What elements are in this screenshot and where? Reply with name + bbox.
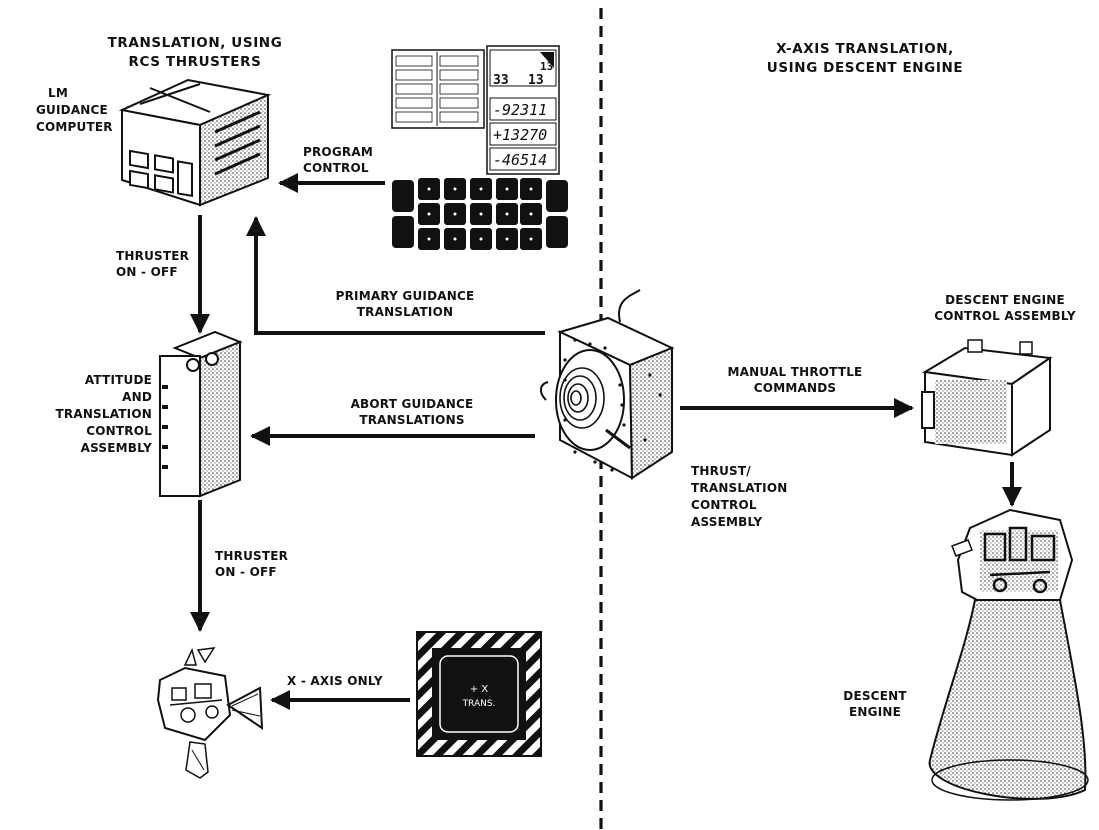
label-x-axis-only: X - AXIS ONLY <box>287 673 383 689</box>
x-axis-only-text: X - AXIS ONLY <box>287 673 383 689</box>
heading-right-line-2: USING DESCENT ENGINE <box>740 59 990 78</box>
heading-right-line-1: X-AXIS TRANSLATION, <box>740 40 990 59</box>
abort-guidance-line-1: ABORT GUIDANCE <box>312 396 512 412</box>
descent-engine-line-1: DESCENT <box>830 688 920 704</box>
atca-line-2: AND <box>20 389 152 406</box>
dsky-register-3: -46514 <box>493 151 547 169</box>
thruster-2-line-2: ON - OFF <box>215 564 288 580</box>
heading-left: TRANSLATION, USING RCS THRUSTERS <box>70 34 320 72</box>
label-manual-throttle: MANUAL THROTTLE COMMANDS <box>700 364 890 396</box>
thruster-1-line-1: THRUSTER <box>116 248 189 264</box>
lgc-line-2: GUIDANCE <box>36 102 113 119</box>
program-control-line-1: PROGRAM <box>303 144 373 160</box>
trans-panel-line-2: TRANS. <box>462 699 496 709</box>
atca-line-1: ATTITUDE <box>20 372 152 389</box>
dsky-register-2: +13270 <box>493 126 547 144</box>
heading-right: X-AXIS TRANSLATION, USING DESCENT ENGINE <box>740 40 990 78</box>
dsky-keyboard <box>390 178 570 258</box>
primary-guidance-line-2: TRANSLATION <box>300 304 510 320</box>
label-atca: ATTITUDE AND TRANSLATION CONTROL ASSEMBL… <box>20 372 152 457</box>
lm-guidance-computer <box>122 80 268 205</box>
label-abort-guidance: ABORT GUIDANCE TRANSLATIONS <box>312 396 512 428</box>
heading-left-line-1: TRANSLATION, USING <box>70 34 320 53</box>
program-control-line-2: CONTROL <box>303 160 373 176</box>
thruster-2-line-1: THRUSTER <box>215 548 288 564</box>
label-ttca: THRUST/ TRANSLATION CONTROL ASSEMBLY <box>691 463 788 531</box>
descent-engine-control-assembly <box>922 340 1050 455</box>
atca-line-5: ASSEMBLY <box>20 440 152 457</box>
ttca-line-4: ASSEMBLY <box>691 514 788 531</box>
label-thruster-on-off-2: THRUSTER ON - OFF <box>215 548 288 580</box>
label-lm-guidance-computer: LM GUIDANCE COMPUTER <box>36 85 113 136</box>
atca-line-4: CONTROL <box>20 423 152 440</box>
decs-line-2: CONTROL ASSEMBLY <box>915 308 1095 324</box>
primary-guidance-line-1: PRIMARY GUIDANCE <box>300 288 510 304</box>
plus-x-trans-panel: + X TRANS. <box>417 632 541 756</box>
manual-throttle-line-2: COMMANDS <box>700 380 890 396</box>
label-thruster-on-off-1: THRUSTER ON - OFF <box>116 248 189 280</box>
thruster-1-line-2: ON - OFF <box>116 264 189 280</box>
descent-engine <box>930 510 1088 800</box>
ttca-line-1: THRUST/ <box>691 463 788 480</box>
atca-line-3: TRANSLATION <box>20 406 152 423</box>
ttca-line-3: CONTROL <box>691 497 788 514</box>
label-primary-guidance: PRIMARY GUIDANCE TRANSLATION <box>300 288 510 320</box>
label-program-control: PROGRAM CONTROL <box>303 144 373 176</box>
attitude-translation-control-assembly <box>160 332 240 496</box>
ttca-line-2: TRANSLATION <box>691 480 788 497</box>
dsky-display-panel: 13 33 13 -92311 +13270 -46514 <box>392 46 559 174</box>
dsky-verb-value: 33 <box>493 73 509 88</box>
lm-rcs-thrusters <box>158 648 262 778</box>
descent-engine-line-2: ENGINE <box>830 704 920 720</box>
thrust-translation-control-assembly <box>541 290 672 478</box>
dsky-noun-value: 13 <box>528 73 544 88</box>
dsky-register-1: -92311 <box>493 101 547 119</box>
lgc-line-3: COMPUTER <box>36 119 113 136</box>
manual-throttle-line-1: MANUAL THROTTLE <box>700 364 890 380</box>
abort-guidance-line-2: TRANSLATIONS <box>312 412 512 428</box>
label-decs: DESCENT ENGINE CONTROL ASSEMBLY <box>915 292 1095 324</box>
trans-panel-line-1: + X <box>470 684 489 695</box>
label-descent-engine: DESCENT ENGINE <box>830 688 920 720</box>
heading-left-line-2: RCS THRUSTERS <box>70 53 320 72</box>
decs-line-1: DESCENT ENGINE <box>915 292 1095 308</box>
dsky-prog-value: 13 <box>540 60 553 73</box>
lgc-line-1: LM <box>36 85 113 102</box>
